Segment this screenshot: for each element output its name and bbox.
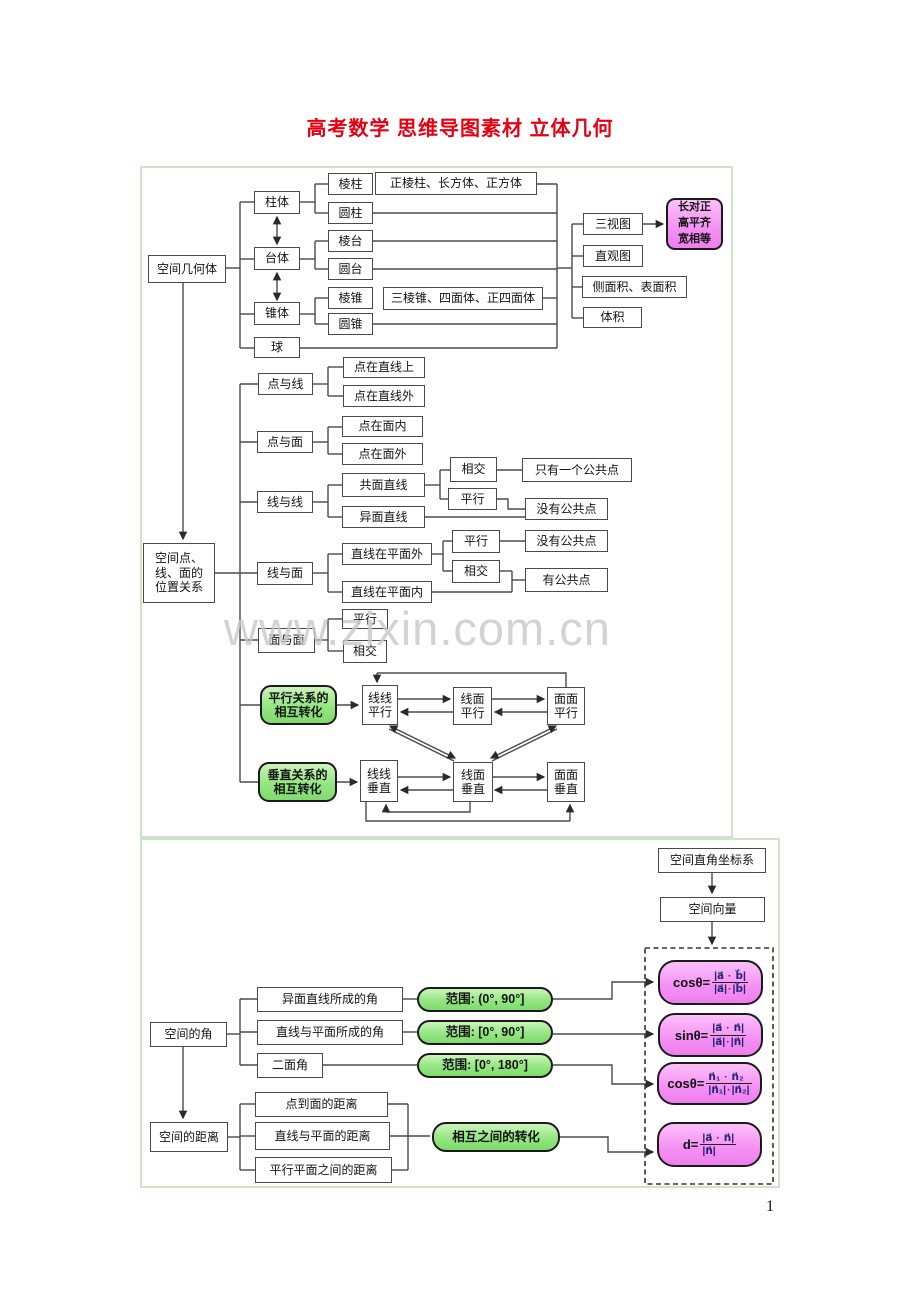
formula-cos-theta-ab: cosθ=|a⃗ · b⃗||a⃗|·|b⃗| xyxy=(658,960,763,1005)
box-pyramid: 棱锥 xyxy=(328,287,373,309)
box-prism-frustum: 棱台 xyxy=(328,230,373,252)
box-coplanar-lines: 共面直线 xyxy=(342,473,425,497)
box-one-common-point: 只有一个公共点 xyxy=(522,458,632,482)
page-number: 1 xyxy=(766,1198,774,1215)
box-circular-cone: 圆锥 xyxy=(328,313,373,335)
box-space-angles: 空间的角 xyxy=(150,1022,227,1047)
pill-range-skew: 范围: (0°, 90°] xyxy=(417,987,553,1012)
box-point-on-line: 点在直线上 xyxy=(343,357,425,378)
box-line-line-parallel: 线线 平行 xyxy=(362,685,398,725)
box-circular-frustum: 圆台 xyxy=(328,258,373,280)
box-sphere: 球 xyxy=(254,337,300,358)
box-point-plane: 点与面 xyxy=(257,431,313,453)
box-space-distances: 空间的距离 xyxy=(150,1122,228,1152)
box-dihedral-angle: 二面角 xyxy=(257,1053,323,1078)
pill-range-line-plane: 范围: [0°, 90°] xyxy=(417,1020,553,1045)
box-point-in-plane: 点在面内 xyxy=(342,416,423,437)
box-cone-solids: 锥体 xyxy=(254,302,300,325)
box-parallel-1: 平行 xyxy=(448,488,497,510)
box-line-plane: 线与面 xyxy=(257,562,313,585)
box-view-rules: 长对正 高平齐 宽相等 xyxy=(666,198,723,250)
pill-mutual-conversion: 相互之间的转化 xyxy=(432,1122,560,1152)
box-frustum-solids: 台体 xyxy=(254,247,300,270)
box-no-common-point-2: 没有公共点 xyxy=(525,530,608,552)
box-line-plane-distance: 直线与平面的距离 xyxy=(255,1122,390,1150)
box-pyramid-examples: 三棱锥、四面体、正四面体 xyxy=(383,287,543,310)
box-line-outside-plane: 直线在平面外 xyxy=(342,543,432,565)
box-point-off-line: 点在直线外 xyxy=(343,385,425,407)
box-plane-plane-perp: 面面 垂直 xyxy=(547,762,585,802)
pill-range-dihedral: 范围: [0°, 180°] xyxy=(417,1053,553,1078)
box-point-plane-distance: 点到面的距离 xyxy=(255,1092,388,1117)
box-parallel-conversion: 平行关系的 相互转化 xyxy=(260,685,337,725)
box-line-plane-parallel: 线面 平行 xyxy=(453,687,492,725)
formula-d-an: d=|a⃗ · n⃗||n⃗| xyxy=(657,1122,762,1167)
box-three-views: 三视图 xyxy=(583,213,643,235)
box-line-in-plane: 直线在平面内 xyxy=(342,581,432,603)
box-space-coord-system: 空间直角坐标系 xyxy=(658,848,766,873)
box-common-points: 有公共点 xyxy=(525,568,608,592)
box-skew-lines: 异面直线 xyxy=(342,506,425,528)
formula-dashed-box xyxy=(644,947,774,1185)
box-cylinder: 圆柱 xyxy=(328,202,373,224)
top-diagram-frame xyxy=(140,166,733,838)
box-plane-plane-parallel: 面面 平行 xyxy=(547,687,585,725)
box-intersect-2: 相交 xyxy=(452,560,500,583)
box-plane-plane: 面与面 xyxy=(258,628,315,653)
box-space-solids: 空间几何体 xyxy=(148,255,226,283)
box-line-plane-angle: 直线与平面所成的角 xyxy=(257,1020,403,1045)
box-parallel-planes-distance: 平行平面之间的距离 xyxy=(255,1157,392,1183)
box-line-line-perp: 线线 垂直 xyxy=(360,760,398,802)
formula-sin-theta-an: sinθ=|a⃗ · n⃗||a⃗|·|n⃗| xyxy=(658,1013,763,1057)
box-skew-lines-angle: 异面直线所成的角 xyxy=(257,987,403,1012)
box-parallel-2: 平行 xyxy=(452,530,500,553)
box-intuitive-diagram: 直观图 xyxy=(583,245,643,267)
box-prism-examples: 正棱柱、长方体、正方体 xyxy=(375,172,537,195)
formula-cos-theta-n1n2: cosθ=n⃗₁ · n⃗₂|n⃗₁|·|n⃗₂| xyxy=(657,1062,762,1105)
box-column-solids: 柱体 xyxy=(254,191,300,214)
bottom-diagram-frame xyxy=(140,838,780,1188)
box-parallel-3: 平行 xyxy=(342,609,388,629)
box-point-out-plane: 点在面外 xyxy=(342,443,423,465)
box-no-common-point-1: 没有公共点 xyxy=(525,498,608,520)
box-line-plane-perp: 线面 垂直 xyxy=(453,762,493,802)
box-prism: 棱柱 xyxy=(328,173,373,195)
box-volume: 体积 xyxy=(583,307,642,328)
box-surface-area: 侧面积、表面积 xyxy=(582,276,687,298)
box-intersect-3: 相交 xyxy=(343,640,387,663)
box-intersect-1: 相交 xyxy=(450,457,497,482)
box-perp-conversion: 垂直关系的 相互转化 xyxy=(258,762,337,802)
box-position-relations: 空间点、 线、面的 位置关系 xyxy=(143,543,215,603)
watermark: www.zixin.com.cn xyxy=(224,602,611,655)
box-line-line: 线与线 xyxy=(257,491,313,513)
box-point-line: 点与线 xyxy=(258,373,313,395)
page-title: 高考数学 思维导图素材 立体几何 xyxy=(306,118,614,140)
box-space-vector: 空间向量 xyxy=(660,897,765,922)
